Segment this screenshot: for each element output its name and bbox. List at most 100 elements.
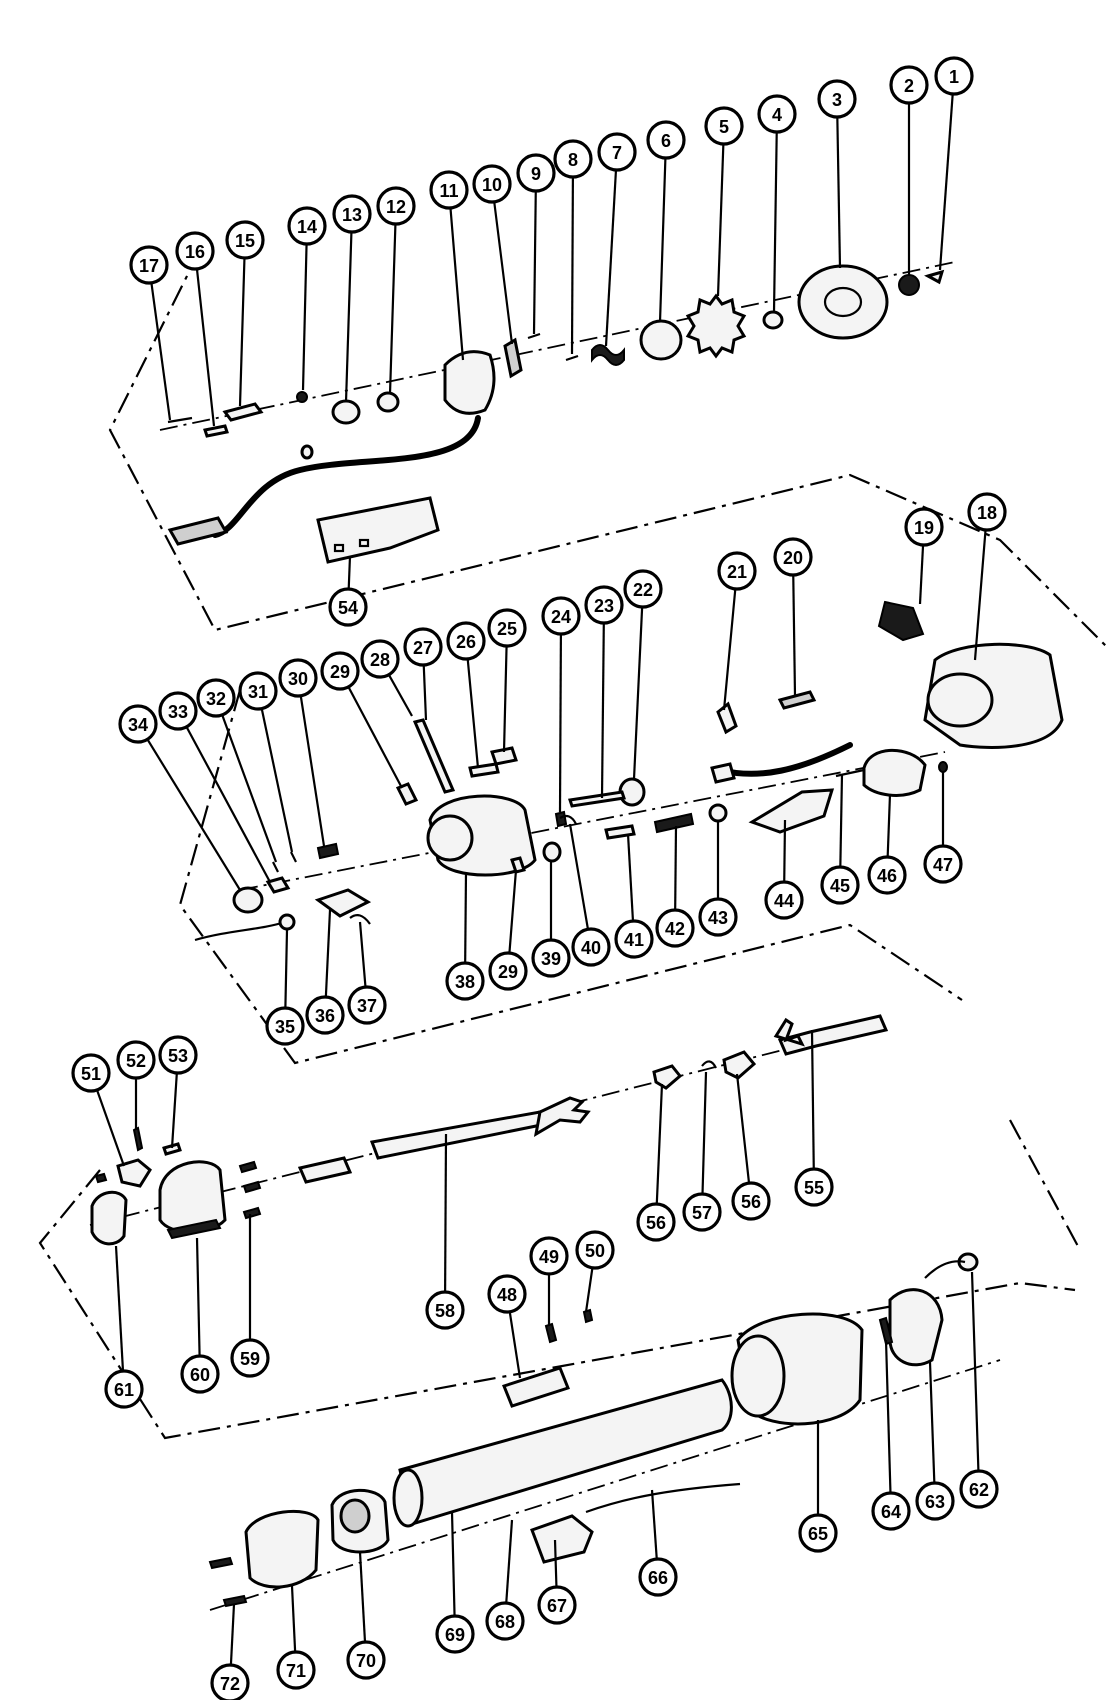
bottom-row-parts: [208, 1252, 979, 1608]
callout-47-circle: [923, 844, 963, 884]
callout-19: 19: [904, 507, 944, 547]
callout-24-leader: [558, 633, 563, 813]
callout-64: 64: [871, 1491, 911, 1531]
callout-12: 12: [376, 186, 416, 226]
callout-37-circle: [347, 985, 387, 1025]
callout-23-circle: [584, 585, 624, 625]
callout-65-label: 65: [808, 1524, 828, 1544]
callout-8-leader: [570, 176, 575, 355]
callout-63: 63: [915, 1481, 955, 1521]
callout-58: 58: [425, 1290, 465, 1330]
callout-44-label: 44: [774, 891, 794, 911]
callout-66-leader: [650, 1489, 658, 1560]
callout-9-circle: [516, 153, 556, 193]
callout-69-circle: [435, 1614, 475, 1654]
callout-14-leader: [301, 243, 308, 391]
callout-35: 35: [265, 1006, 305, 1046]
callout-46: 46: [867, 855, 907, 895]
callout-29b: 29: [488, 951, 528, 991]
callout-70: 70: [346, 1640, 386, 1680]
callout-67-leader: [553, 1539, 558, 1588]
callout-25: 25: [487, 608, 527, 648]
part-26-lever: [468, 762, 500, 778]
callout-63-circle: [915, 1481, 955, 1521]
callout-35-circle: [265, 1006, 305, 1046]
callout-43-circle: [698, 897, 738, 937]
callout-6-leader: [658, 157, 667, 323]
callout-27: 27: [403, 627, 443, 667]
group-outline-right: [1009, 1119, 1081, 1251]
callout-32-leader: [221, 714, 278, 863]
callout-35-label: 35: [275, 1017, 295, 1037]
part-39-nut: [542, 841, 562, 863]
part-42-spring: [653, 812, 695, 834]
callout-8-circle: [553, 139, 593, 179]
callout-2: 2: [889, 65, 929, 105]
part-11-switch: [443, 350, 496, 415]
callout-48-leader: [508, 1311, 522, 1379]
callout-57-circle: [682, 1192, 722, 1232]
callout-24: 24: [541, 596, 581, 636]
callout-12-leader: [388, 223, 397, 395]
part-65-opening: [730, 1334, 786, 1418]
part-23-rod: [568, 790, 626, 808]
part-66-wire: [585, 1482, 741, 1514]
part-52-spring: [132, 1126, 144, 1152]
callout-50: 50: [575, 1230, 615, 1270]
callout-51-label: 51: [81, 1064, 101, 1084]
top-row-parts: [167, 264, 945, 564]
callout-38-circle: [445, 961, 485, 1001]
callout-14-circle: [287, 206, 327, 246]
callout-69: 69: [435, 1614, 475, 1654]
callout-11-circle: [429, 170, 469, 210]
callout-39-circle: [531, 938, 571, 978]
callout-20: 20: [773, 537, 813, 577]
part-53-pin: [162, 1142, 182, 1156]
part-19-lock-cylinder: [877, 600, 925, 642]
callout-21-circle: [717, 551, 757, 591]
callout-69-leader: [450, 1511, 456, 1617]
lower-row-parts: [90, 1014, 889, 1408]
callout-33-label: 33: [168, 702, 188, 722]
callout-3-circle: [817, 79, 857, 119]
callout-17-leader: [150, 282, 172, 421]
callout-48: 48: [487, 1274, 527, 1314]
callout-10-label: 10: [482, 175, 502, 195]
callout-19-circle: [904, 507, 944, 547]
callout-62-circle: [959, 1469, 999, 1509]
part-18-bore: [926, 672, 994, 728]
callout-33-leader: [185, 726, 271, 883]
part-2-ball: [898, 274, 920, 296]
callout-39: 39: [531, 938, 571, 978]
callout-61-label: 61: [114, 1380, 134, 1400]
part-55-shaft: [777, 1014, 889, 1056]
callout-12-label: 12: [386, 197, 406, 217]
callout-57: 57: [682, 1192, 722, 1232]
callout-12-circle: [376, 186, 416, 226]
part-54-cover-plate: [316, 496, 440, 564]
part-13-ring: [331, 399, 361, 425]
part-22-bearing: [618, 777, 646, 807]
part-41-pin: [604, 824, 636, 840]
callout-55-circle: [794, 1167, 834, 1207]
part-37-clip: [349, 914, 371, 925]
callout-72-label: 72: [220, 1674, 240, 1694]
part-14-nut: [296, 391, 308, 403]
callout-62-leader: [970, 1271, 980, 1472]
callout-40: 40: [571, 927, 611, 967]
callout-50-circle: [575, 1230, 615, 1270]
callout-71-leader: [290, 1585, 297, 1653]
callout-71-label: 71: [286, 1661, 306, 1681]
callout-24-label: 24: [551, 607, 571, 627]
callout-66: 66: [638, 1557, 678, 1597]
callout-26-label: 26: [456, 632, 476, 652]
callout-50-label: 50: [585, 1241, 605, 1261]
callout-46-circle: [867, 855, 907, 895]
callout-41-leader: [626, 833, 635, 922]
callout-17-circle: [129, 245, 169, 285]
callout-46-label: 46: [877, 866, 897, 886]
part-58-coupler: [297, 1156, 353, 1184]
callout-60-leader: [195, 1237, 201, 1357]
part-screw-top: [300, 444, 314, 460]
callout-26-leader: [466, 658, 480, 769]
